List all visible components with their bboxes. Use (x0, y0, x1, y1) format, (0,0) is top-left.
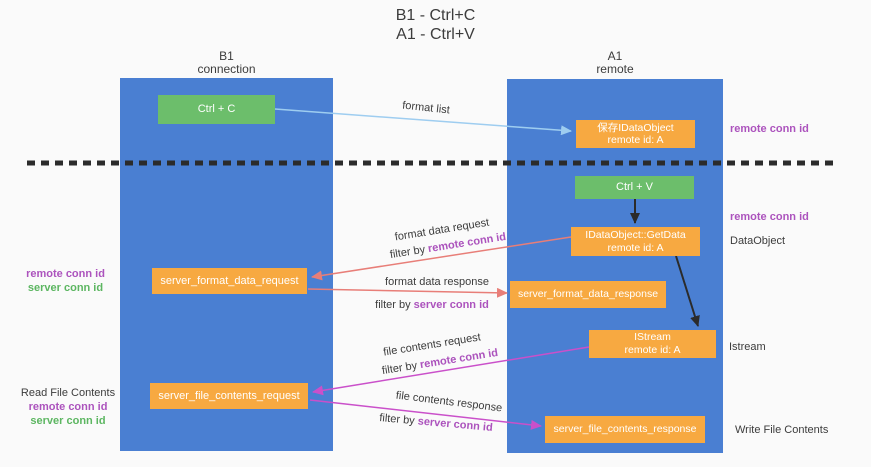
lifeline-header-a1: A1 remote (507, 50, 723, 76)
filter-by-text: filter by (375, 299, 411, 311)
ctrl-c-label: Ctrl + C (197, 103, 236, 115)
ctrl-v-label: Ctrl + V (616, 181, 653, 193)
format-request-conn-ids: remote conn id server conn id (18, 267, 113, 295)
filter-by-text: filter by (378, 412, 416, 428)
filter-by-server-conn-id-label-2: filter by server conn id (379, 412, 493, 434)
remote-conn-id-annotation-mid: remote conn id (730, 211, 809, 223)
lifeline-b1-role: connection (197, 62, 256, 76)
istream-annotation: Istream (729, 341, 766, 353)
write-file-contents-annotation: Write File Contents (735, 424, 829, 436)
format-data-response-label: format data response (385, 276, 489, 288)
format-data-response-arrow (307, 287, 508, 298)
filter-by-server-conn-id-label-1: filter by server conn id (375, 299, 489, 311)
server-conn-id-text: server conn id (417, 415, 494, 434)
istream-remote-id: remote id: A (624, 344, 681, 356)
getdata-remote-id: remote id: A (607, 241, 664, 254)
lifeline-b1-name: B1 (219, 49, 234, 63)
getdata-line1: IDataObject::GetData (585, 228, 686, 241)
remote-conn-id-annotation-top: remote conn id (730, 123, 809, 135)
dataobject-annotation: DataObject (730, 235, 786, 247)
istream-box: IStream remote id: A (589, 330, 716, 358)
remote-conn-id-left-file: remote conn id (28, 401, 108, 413)
save-dataobject-remote-id: remote id: A (607, 134, 664, 146)
format-list-label: format list (401, 99, 451, 117)
save-dataobject-box: 保存IDataObject remote id: A (576, 120, 695, 148)
title-line-1: B1 - Ctrl+C (395, 7, 476, 24)
server-file-contents-response-label: server_file_contents_response (553, 423, 697, 435)
server-format-data-request-label: server_format_data_request (160, 274, 299, 287)
lifeline-a1-role: remote (596, 62, 634, 76)
ctrl-c-box: Ctrl + C (158, 95, 275, 124)
server-conn-id-left-format: server conn id (27, 282, 104, 294)
server-format-data-response-box: server_format_data_response (510, 281, 666, 308)
server-conn-id-text: server conn id (413, 299, 489, 311)
filter-by-text: filter by (389, 243, 427, 262)
server-format-data-response-label: server_format_data_response (517, 288, 659, 300)
server-file-contents-request-box: server_file_contents_request (150, 383, 308, 409)
filter-by-text: filter by (381, 359, 419, 378)
istream-line1: IStream (634, 331, 671, 343)
diagram-title: B1 - Ctrl+C A1 - Ctrl+V (0, 6, 871, 44)
server-file-contents-response-box: server_file_contents_response (545, 416, 705, 443)
title-line-2: A1 - Ctrl+V (396, 26, 475, 43)
ctrl-v-box: Ctrl + V (575, 176, 694, 199)
remote-conn-id-left-format: remote conn id (26, 268, 105, 280)
file-request-annotations: Read File Contents remote conn id server… (18, 386, 118, 428)
server-conn-id-left-file: server conn id (30, 415, 106, 427)
server-format-data-request-box: server_format_data_request (152, 268, 307, 294)
save-dataobject-line1: 保存IDataObject (597, 121, 674, 134)
getdata-box: IDataObject::GetData remote id: A (571, 227, 700, 256)
lifeline-header-b1: B1 connection (120, 50, 333, 76)
file-contents-response-label: file contents response (395, 389, 503, 415)
server-file-contents-request-label: server_file_contents_request (158, 389, 300, 402)
lifeline-a1-name: A1 (607, 49, 623, 63)
read-file-contents-annotation: Read File Contents (20, 387, 116, 399)
